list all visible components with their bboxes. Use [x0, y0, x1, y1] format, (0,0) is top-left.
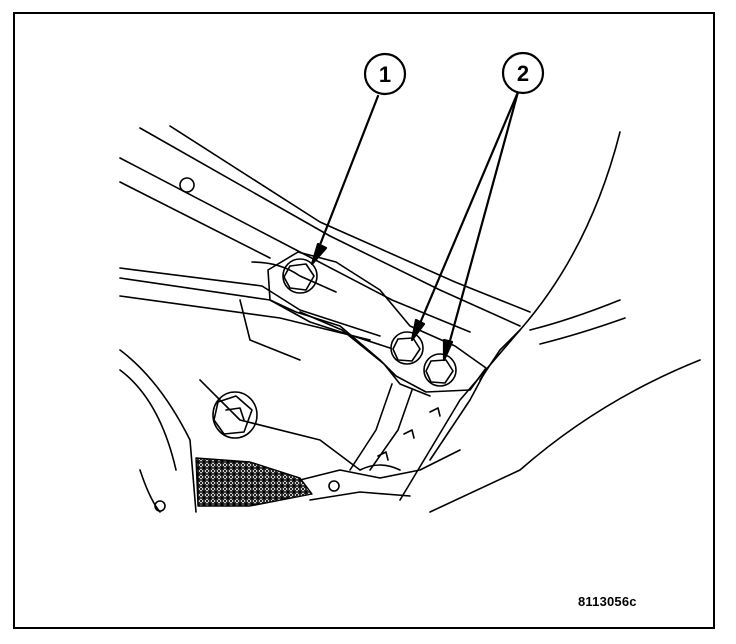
leader-lines	[310, 90, 520, 362]
figure-frame	[13, 12, 715, 629]
panel-hole	[179, 177, 195, 193]
fender-panel	[399, 131, 701, 513]
engine-bay-lower	[119, 299, 461, 513]
arrowhead-2b	[442, 338, 454, 362]
panel-notches	[154, 407, 441, 512]
leader-line-1	[316, 94, 380, 252]
hood-panel-outline	[119, 125, 531, 349]
bolt-1	[282, 258, 318, 294]
figure-id-label: 8113056c	[578, 594, 637, 609]
bolt-2b	[423, 353, 457, 387]
grommet	[212, 391, 258, 439]
leader-line-2b	[446, 90, 520, 350]
hinge-bracket	[267, 251, 487, 471]
leader-line-2a	[416, 90, 520, 330]
mesh-grille	[195, 457, 313, 507]
callout-1: 1	[363, 52, 407, 96]
arrowhead-2a	[410, 318, 426, 342]
callout-2-label: 2	[517, 61, 529, 86]
callout-1-label: 1	[379, 62, 391, 87]
callout-2: 2	[501, 51, 545, 95]
bolt-2a	[390, 331, 424, 365]
arrowhead-1	[310, 242, 328, 266]
